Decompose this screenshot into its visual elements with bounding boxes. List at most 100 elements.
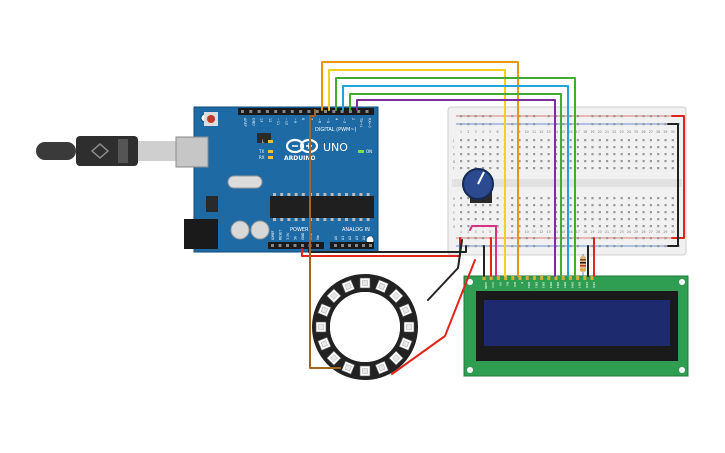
lcd-pin[interactable] — [590, 276, 594, 280]
terminal-hole[interactable] — [496, 153, 499, 156]
rail-hole[interactable] — [569, 115, 572, 118]
terminal-hole[interactable] — [576, 153, 579, 156]
rail-hole[interactable] — [518, 237, 521, 240]
rail-hole[interactable] — [613, 123, 616, 126]
digital-pin-hole[interactable] — [348, 110, 352, 113]
analog-pin-hole[interactable] — [355, 244, 358, 247]
digital-pin-hole[interactable] — [315, 110, 319, 113]
terminal-hole[interactable] — [481, 160, 485, 163]
terminal-hole[interactable] — [671, 211, 674, 214]
terminal-hole[interactable] — [576, 211, 579, 214]
terminal-hole[interactable] — [496, 204, 499, 207]
rail-hole[interactable] — [518, 115, 521, 118]
terminal-hole[interactable] — [533, 139, 536, 142]
terminal-hole[interactable] — [584, 204, 587, 207]
rail-hole[interactable] — [547, 237, 550, 240]
terminal-hole[interactable] — [518, 139, 521, 142]
terminal-hole[interactable] — [533, 211, 536, 214]
power-pin-hole[interactable] — [293, 244, 297, 247]
terminal-hole[interactable] — [511, 211, 514, 214]
terminal-hole[interactable] — [540, 167, 543, 170]
terminal-hole[interactable] — [664, 160, 667, 163]
terminal-hole[interactable] — [540, 204, 543, 207]
analog-pin-hole[interactable] — [369, 244, 372, 247]
terminal-hole[interactable] — [496, 225, 499, 228]
terminal-hole[interactable] — [584, 218, 587, 221]
terminal-hole[interactable] — [525, 218, 528, 221]
rail-hole[interactable] — [467, 115, 470, 118]
rail-hole[interactable] — [518, 123, 521, 126]
terminal-hole[interactable] — [664, 146, 667, 149]
terminal-hole[interactable] — [547, 218, 550, 221]
terminal-hole[interactable] — [584, 160, 587, 163]
terminal-hole[interactable] — [489, 160, 492, 163]
terminal-hole[interactable] — [627, 167, 631, 170]
terminal-hole[interactable] — [584, 167, 587, 170]
terminal-hole[interactable] — [671, 167, 674, 170]
terminal-hole[interactable] — [649, 167, 652, 170]
terminal-hole[interactable] — [540, 218, 543, 221]
rail-hole[interactable] — [591, 115, 594, 118]
terminal-hole[interactable] — [606, 167, 609, 170]
terminal-hole[interactable] — [474, 160, 477, 163]
terminal-hole[interactable] — [591, 211, 594, 214]
rail-hole[interactable] — [576, 123, 579, 126]
terminal-hole[interactable] — [635, 153, 638, 156]
rail-hole[interactable] — [657, 123, 660, 126]
rail-hole[interactable] — [569, 237, 572, 240]
terminal-hole[interactable] — [525, 211, 528, 214]
terminal-hole[interactable] — [635, 204, 638, 207]
terminal-hole[interactable] — [496, 211, 499, 214]
terminal-hole[interactable] — [474, 204, 477, 207]
terminal-hole[interactable] — [642, 146, 645, 149]
terminal-hole[interactable] — [613, 211, 616, 214]
terminal-hole[interactable] — [591, 197, 594, 200]
terminal-hole[interactable] — [620, 211, 623, 214]
rail-hole[interactable] — [467, 237, 470, 240]
terminal-hole[interactable] — [569, 204, 572, 207]
terminal-hole[interactable] — [642, 160, 645, 163]
rail-hole[interactable] — [533, 123, 536, 126]
rail-hole[interactable] — [598, 123, 601, 126]
lcd-pin[interactable] — [482, 276, 486, 280]
terminal-hole[interactable] — [481, 218, 485, 221]
terminal-hole[interactable] — [496, 167, 499, 170]
rail-hole[interactable] — [474, 237, 477, 240]
terminal-hole[interactable] — [533, 153, 536, 156]
terminal-hole[interactable] — [635, 146, 638, 149]
rail-hole[interactable] — [591, 237, 594, 240]
terminal-hole[interactable] — [606, 160, 609, 163]
terminal-hole[interactable] — [518, 204, 521, 207]
terminal-hole[interactable] — [591, 204, 594, 207]
terminal-hole[interactable] — [635, 139, 638, 142]
terminal-hole[interactable] — [533, 218, 536, 221]
terminal-hole[interactable] — [627, 153, 631, 156]
terminal-hole[interactable] — [635, 167, 638, 170]
terminal-hole[interactable] — [649, 218, 652, 221]
terminal-hole[interactable] — [533, 160, 536, 163]
terminal-hole[interactable] — [525, 204, 528, 207]
terminal-hole[interactable] — [518, 211, 521, 214]
digital-pin-hole[interactable] — [324, 110, 327, 113]
rail-hole[interactable] — [562, 237, 565, 240]
terminal-hole[interactable] — [489, 167, 492, 170]
rail-hole[interactable] — [591, 123, 594, 126]
analog-pin-hole[interactable] — [334, 244, 337, 247]
terminal-hole[interactable] — [511, 204, 514, 207]
terminal-hole[interactable] — [606, 225, 609, 228]
terminal-hole[interactable] — [627, 139, 631, 142]
rail-hole[interactable] — [562, 115, 565, 118]
terminal-hole[interactable] — [649, 225, 652, 228]
power-pin-hole[interactable] — [278, 244, 282, 247]
terminal-hole[interactable] — [547, 153, 550, 156]
terminal-hole[interactable] — [547, 139, 550, 142]
rail-hole[interactable] — [635, 123, 638, 126]
terminal-hole[interactable] — [635, 197, 638, 200]
terminal-hole[interactable] — [525, 153, 528, 156]
terminal-hole[interactable] — [635, 160, 638, 163]
terminal-hole[interactable] — [525, 160, 528, 163]
terminal-hole[interactable] — [635, 225, 638, 228]
terminal-hole[interactable] — [525, 197, 528, 200]
rail-hole[interactable] — [467, 123, 470, 126]
terminal-hole[interactable] — [620, 218, 623, 221]
